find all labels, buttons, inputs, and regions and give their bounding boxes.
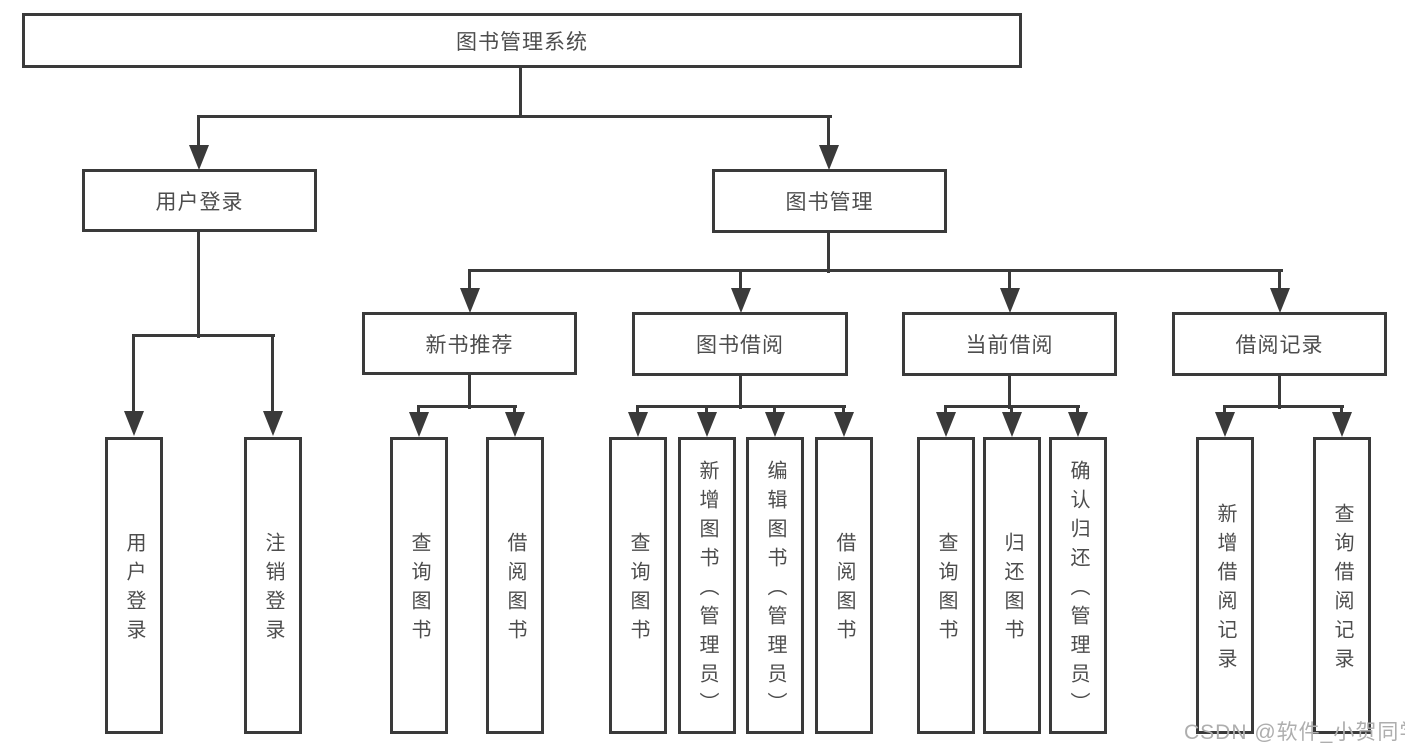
arrow-down-icon [819, 145, 839, 170]
node-current-borrowing: 当前借阅 [902, 312, 1117, 376]
arrow-down-icon [189, 145, 209, 170]
leaf-query-books-recommend-label: 查询图书 [408, 532, 430, 648]
arrow-down-icon [697, 412, 717, 437]
connector-line [827, 117, 830, 148]
arrow-down-icon [628, 412, 648, 437]
leaf-logout-label: 注销登录 [262, 532, 284, 648]
arrow-down-icon [1215, 412, 1235, 437]
connector-line [197, 115, 832, 118]
leaf-edit-book-admin-label: 编辑图书（管理员） [764, 459, 786, 721]
connector-line [739, 375, 742, 409]
connector-line [1010, 407, 1013, 415]
arrow-down-icon [1068, 412, 1088, 437]
arrow-down-icon [765, 412, 785, 437]
leaf-edit-book-admin: 编辑图书（管理员） [746, 437, 804, 734]
connector-line [1223, 405, 1344, 408]
arrow-down-icon [409, 412, 429, 437]
leaf-query-books-current-label: 查询图书 [935, 532, 957, 648]
connector-line [827, 233, 830, 273]
connector-line [468, 269, 1283, 272]
connector-line [1278, 375, 1281, 409]
arrow-down-icon [834, 412, 854, 437]
arrow-down-icon [1270, 288, 1290, 313]
connector-line [944, 405, 1080, 408]
node-borrowing-records: 借阅记录 [1172, 312, 1387, 376]
connector-line [944, 407, 947, 415]
arrow-down-icon [263, 411, 283, 436]
connector-line [636, 405, 846, 408]
arrow-down-icon [124, 411, 144, 436]
connector-line [417, 405, 517, 408]
leaf-logout: 注销登录 [244, 437, 302, 734]
node-new-book-recommendation: 新书推荐 [362, 312, 577, 375]
leaf-add-book-admin-label: 新增图书（管理员） [696, 459, 718, 721]
node-book-management-label: 图书管理 [785, 191, 874, 214]
connector-line [1076, 407, 1079, 415]
leaf-confirm-return-admin-label: 确认归还（管理员） [1067, 459, 1089, 721]
leaf-query-borrow-record: 查询借阅记录 [1313, 437, 1371, 734]
node-current-borrowing-label: 当前借阅 [965, 334, 1054, 357]
connector-line [1278, 271, 1281, 291]
arrow-down-icon [1332, 412, 1352, 437]
arrow-down-icon [460, 288, 480, 313]
arrow-down-icon [1000, 288, 1020, 313]
node-user-login: 用户登录 [82, 169, 317, 232]
leaf-user-login-label: 用户登录 [123, 532, 145, 648]
leaf-return-book: 归还图书 [983, 437, 1041, 734]
node-library-system: 图书管理系统 [22, 13, 1022, 68]
node-book-borrowing-label: 图书借阅 [696, 334, 784, 357]
node-new-book-recommendation-label: 新书推荐 [425, 333, 514, 357]
leaf-borrow-books-recommend: 借阅图书 [486, 437, 544, 734]
connector-line [1008, 271, 1011, 291]
arrow-down-icon [505, 412, 525, 437]
node-user-login-label: 用户登录 [155, 190, 244, 214]
node-library-system-label: 图书管理系统 [456, 30, 588, 54]
node-book-borrowing: 图书借阅 [632, 312, 848, 376]
connector-line [739, 271, 742, 291]
connector-line [636, 407, 639, 415]
node-borrowing-records-label: 借阅记录 [1235, 334, 1324, 357]
leaf-user-login: 用户登录 [105, 437, 163, 734]
arrow-down-icon [936, 412, 956, 437]
leaf-borrow-books-recommend-label: 借阅图书 [504, 532, 526, 648]
connector-line [417, 407, 420, 415]
leaf-add-borrow-record-label: 新增借阅记录 [1214, 503, 1236, 677]
connector-line [705, 407, 708, 415]
leaf-add-book-admin: 新增图书（管理员） [678, 437, 736, 734]
connector-line [513, 407, 516, 415]
leaf-query-books-borrow: 查询图书 [609, 437, 667, 734]
watermark: CSDN @软件_小贺同学 [1184, 721, 1405, 744]
connector-line [1340, 407, 1343, 415]
connector-line [468, 375, 471, 409]
arrow-down-icon [1002, 412, 1022, 437]
connector-line [132, 336, 135, 414]
node-book-management: 图书管理 [712, 169, 947, 233]
connector-line [468, 271, 471, 291]
arrow-down-icon [731, 288, 751, 313]
connector-line [519, 68, 522, 118]
connector-line [1008, 375, 1011, 409]
connector-line [197, 232, 200, 338]
connector-line [132, 334, 275, 337]
leaf-query-books-current: 查询图书 [917, 437, 975, 734]
leaf-query-books-borrow-label: 查询图书 [627, 532, 649, 648]
connector-line [773, 407, 776, 415]
leaf-query-books-recommend: 查询图书 [390, 437, 448, 734]
connector-line [197, 117, 200, 148]
leaf-confirm-return-admin: 确认归还（管理员） [1049, 437, 1107, 734]
connector-line [842, 407, 845, 415]
leaf-return-book-label: 归还图书 [1001, 532, 1023, 648]
connector-line [271, 336, 274, 414]
leaf-query-borrow-record-label: 查询借阅记录 [1331, 503, 1353, 677]
connector-line [1223, 407, 1226, 415]
leaf-borrow-books: 借阅图书 [815, 437, 873, 734]
leaf-borrow-books-label: 借阅图书 [833, 532, 855, 648]
leaf-add-borrow-record: 新增借阅记录 [1196, 437, 1254, 734]
